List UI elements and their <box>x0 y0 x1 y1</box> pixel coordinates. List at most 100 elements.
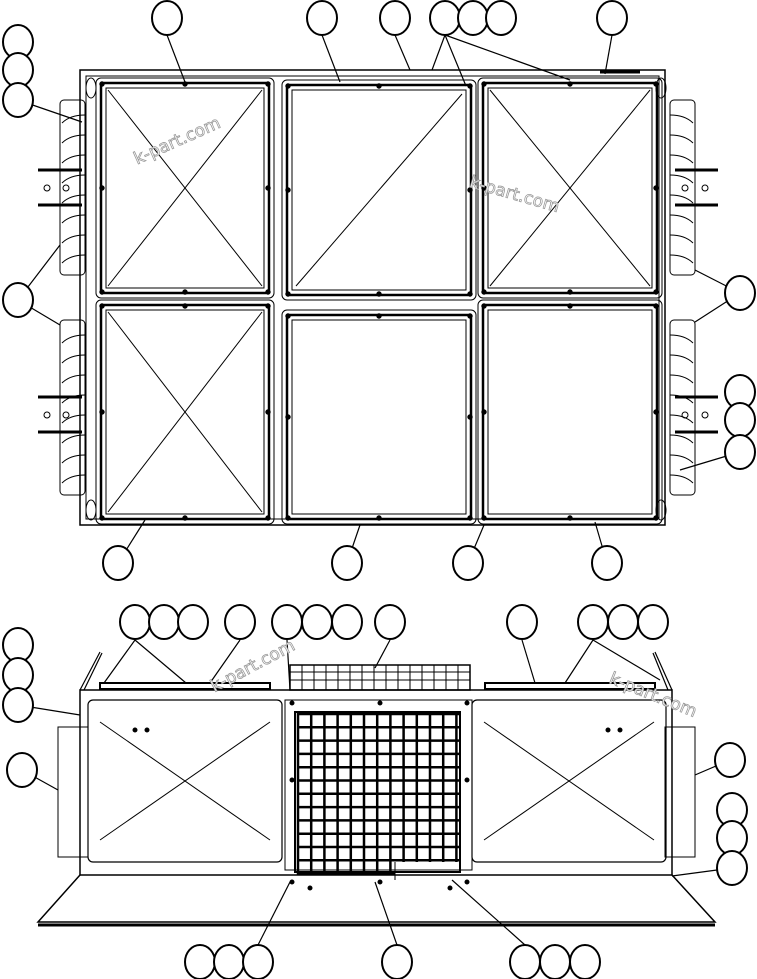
bolt <box>447 885 453 891</box>
callout-circle <box>177 604 209 640</box>
fin <box>61 194 86 204</box>
bolt <box>481 409 487 415</box>
panel-top-right-outer <box>477 77 663 299</box>
diagonal-line <box>295 93 463 287</box>
fin <box>669 414 694 424</box>
top-view <box>38 69 718 526</box>
bolt <box>467 414 473 420</box>
bolt <box>377 879 383 885</box>
fin <box>669 174 694 184</box>
bolt <box>376 515 382 521</box>
callout-circle <box>2 82 34 118</box>
callout-circle <box>716 850 748 886</box>
fin <box>669 354 694 364</box>
bolt <box>289 700 295 706</box>
fin <box>61 374 86 384</box>
bolt <box>567 81 573 87</box>
cross-line <box>107 89 263 287</box>
callout-circle <box>506 604 538 640</box>
bolt <box>653 81 659 87</box>
leader-line <box>564 639 594 684</box>
leader-line <box>166 34 186 83</box>
callout-circle <box>119 604 151 640</box>
leader-line <box>257 881 291 946</box>
fin <box>61 154 86 164</box>
leader-line <box>604 34 613 75</box>
tab-hole <box>62 184 70 192</box>
fin <box>669 334 694 344</box>
panel-top-center-inner <box>291 89 467 291</box>
bolt <box>467 291 473 297</box>
antenna-right <box>654 651 673 691</box>
bolt <box>289 879 295 885</box>
fin <box>61 474 86 484</box>
bolt <box>467 187 473 193</box>
fin <box>61 114 86 124</box>
tab-hole <box>681 184 689 192</box>
cross-line <box>483 721 655 841</box>
fin <box>61 134 86 144</box>
fin <box>669 194 694 204</box>
callout-circle <box>379 0 411 36</box>
fin <box>61 354 86 364</box>
bolt <box>285 291 291 297</box>
top-plate-right <box>484 682 656 690</box>
bolt <box>182 289 188 295</box>
leader-line <box>431 34 446 71</box>
fin <box>61 334 86 344</box>
leader-line <box>286 639 291 691</box>
front-view <box>36 651 717 927</box>
bolt <box>99 289 105 295</box>
antenna-left <box>83 652 103 691</box>
tab-hole <box>43 411 51 419</box>
side-bracket <box>59 99 86 276</box>
callout-circle <box>539 944 571 979</box>
callout-circle <box>6 752 38 788</box>
bolt <box>265 409 271 415</box>
side-box-right <box>664 726 696 858</box>
bolt <box>464 777 470 783</box>
bolt <box>265 185 271 191</box>
fin <box>669 434 694 444</box>
callout-circle <box>485 0 517 36</box>
cross-line <box>107 311 263 513</box>
bolt <box>289 777 295 783</box>
panel-front-left <box>87 699 283 863</box>
bolt <box>481 81 487 87</box>
tab-hole <box>701 184 709 192</box>
grommet <box>85 77 97 99</box>
callout-circle <box>213 944 245 979</box>
side-bracket <box>669 319 696 496</box>
bolt <box>285 313 291 319</box>
callout-circle <box>148 604 180 640</box>
callout-circle <box>591 545 623 581</box>
cross-line <box>489 89 651 287</box>
frame-outer <box>79 69 666 526</box>
callout-circle <box>2 282 34 318</box>
fin <box>61 414 86 424</box>
panel-bottom-center-outer <box>281 309 477 525</box>
callout-circle <box>374 604 406 640</box>
callout-circle <box>306 0 338 36</box>
bolt <box>567 289 573 295</box>
leader-line <box>321 34 341 83</box>
bolt <box>376 83 382 89</box>
side-bracket <box>669 99 696 276</box>
bolt <box>653 409 659 415</box>
callout-circle <box>242 944 274 979</box>
top-grille <box>289 664 471 691</box>
bolt <box>605 727 611 733</box>
panel-bottom-right-outer <box>477 299 663 525</box>
leader-line <box>592 639 661 681</box>
bolt <box>481 185 487 191</box>
callout-circle <box>457 0 489 36</box>
callout-circle <box>301 604 333 640</box>
bolt <box>99 303 105 309</box>
base-skirt <box>36 874 717 923</box>
bolt <box>265 289 271 295</box>
fin <box>61 254 86 264</box>
fin <box>61 434 86 444</box>
callout-circle <box>224 604 256 640</box>
bolt <box>265 303 271 309</box>
